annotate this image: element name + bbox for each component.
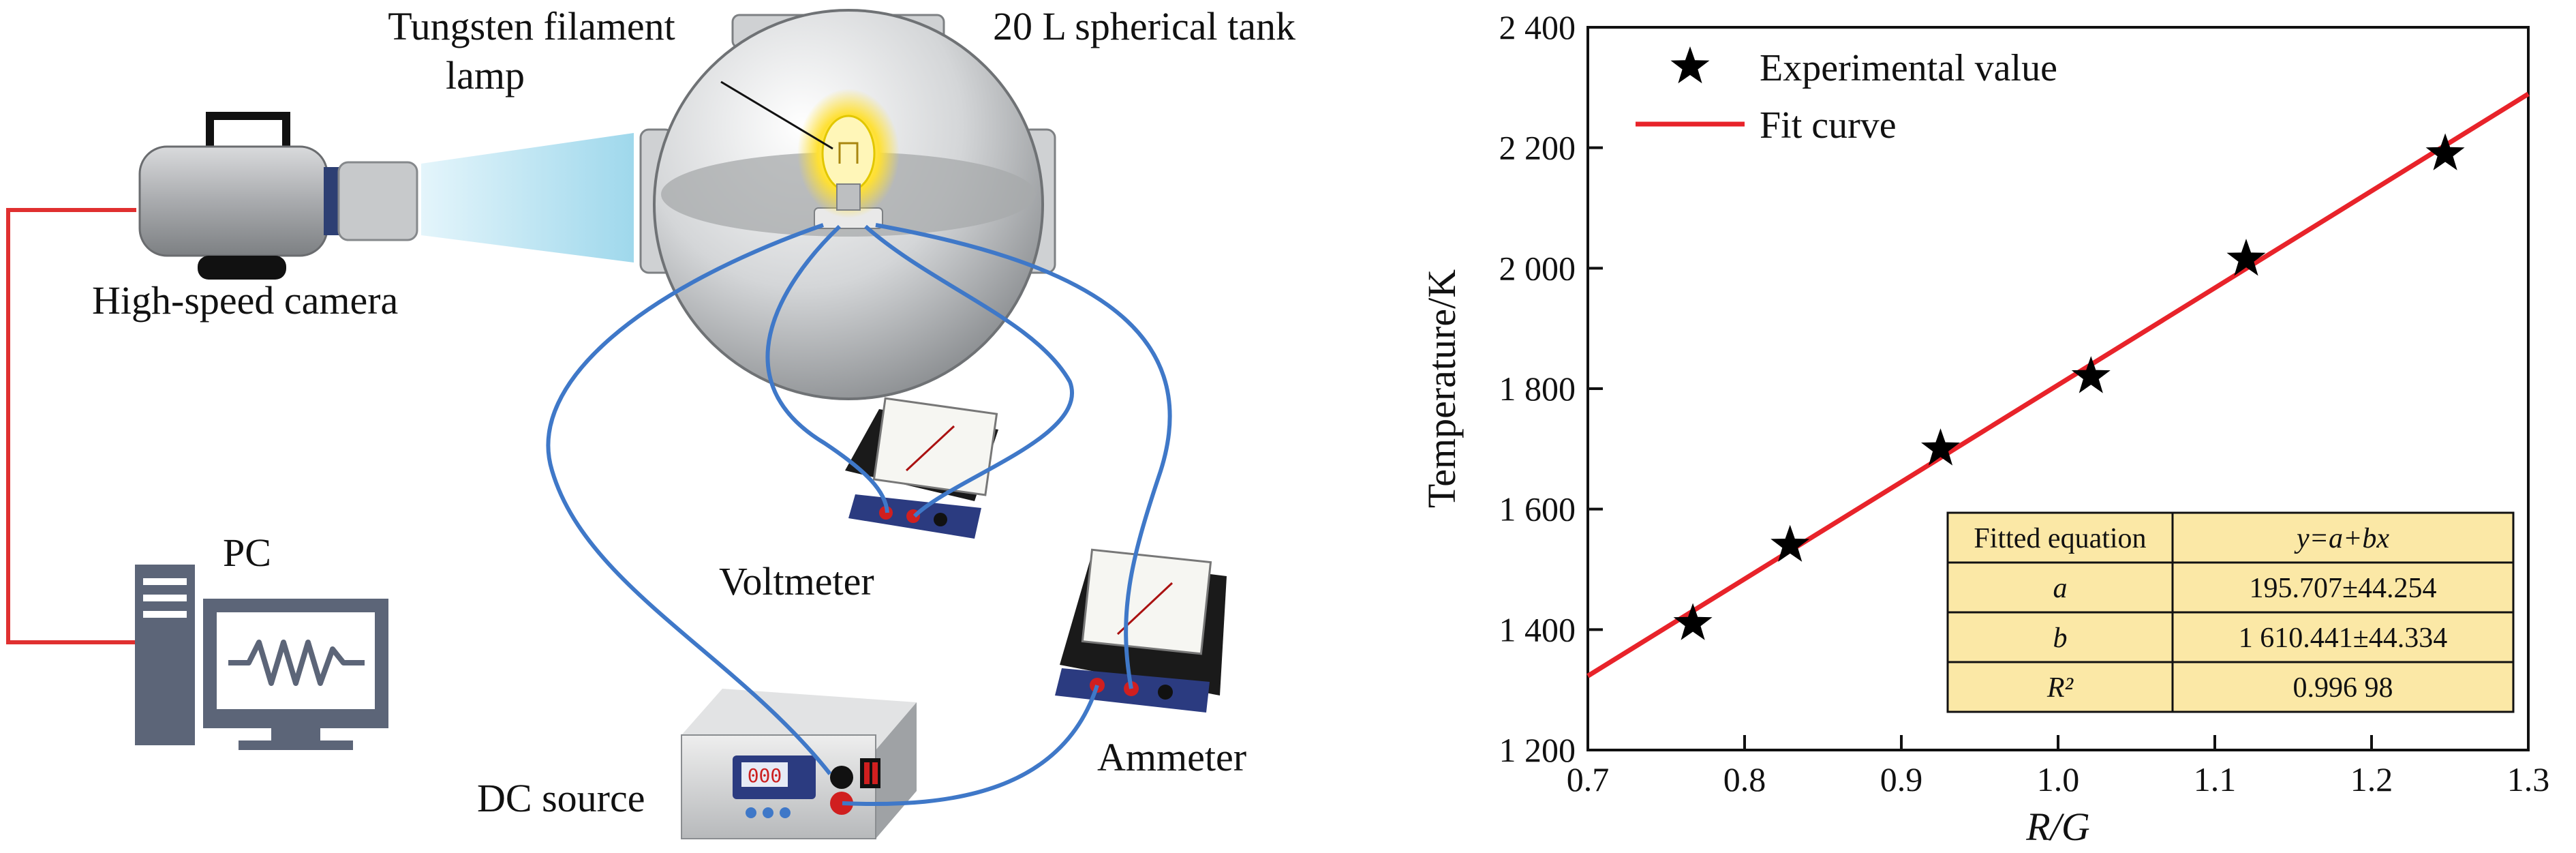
legend-label-fit: Fit curve [1760, 104, 1897, 147]
wire-dc-ammeter [842, 685, 1099, 807]
y-tick-label: 1 600 [1499, 490, 1576, 528]
x-tick-label: 1.2 [2350, 760, 2393, 798]
experimental-point [1921, 428, 1960, 466]
y-axis-title: Temperature/K [1420, 269, 1464, 508]
x-tick-label: 1.3 [2507, 760, 2550, 798]
fit-table: Fitted equation y=a+bx a 195.707±44.254 … [1946, 511, 2515, 713]
x-tick-label: 1.1 [2194, 760, 2237, 798]
y-tick-label: 2 400 [1499, 8, 1576, 46]
tank-label: 20 L spherical tank [993, 4, 1295, 48]
y-tick-label: 2 000 [1499, 249, 1576, 287]
fit-curve-line [1586, 91, 2530, 678]
x-tick-label: 0.7 [1567, 760, 1610, 798]
schematic: 000 [6, 4, 1295, 839]
y-tick-label: 1 200 [1499, 731, 1576, 769]
wire-lamp-voltmeter-left [765, 224, 889, 513]
table-cell: y=a+bx [2294, 523, 2389, 554]
blue-wires [546, 223, 1172, 807]
x-axis-ticks: 0.7 0.8 0.9 1.0 1.1 1.2 1.3 [1567, 735, 2550, 798]
wire-lamp-dc-left [546, 223, 832, 775]
series-layer [1586, 91, 2530, 678]
wire-lamp-ammeter [875, 223, 1172, 689]
high-speed-camera [138, 112, 418, 280]
voltmeter-label: Voltmeter [719, 559, 874, 603]
wire-lamp-voltmeter-right [864, 224, 1074, 518]
camera-label: High-speed camera [92, 278, 398, 323]
table-cell: 1 610.441±44.334 [2239, 623, 2448, 654]
experimental-point [2425, 133, 2465, 170]
pc-label: PC [223, 530, 271, 575]
voltmeter [845, 397, 998, 539]
y-tick-label: 1 400 [1499, 610, 1576, 648]
table-cell: a [2053, 573, 2068, 604]
table-cell: b [2053, 623, 2068, 654]
legend-star-shape [1670, 46, 1710, 84]
lamp-label-line1: Tungsten filament [388, 4, 675, 48]
experimental-point [1770, 524, 1810, 562]
x-axis-title: R/G [2025, 805, 2089, 849]
light-beam [421, 133, 634, 263]
legend: Experimental value Fit curve [1636, 46, 2057, 147]
experimental-point [2226, 239, 2266, 276]
dc-source: 000 [681, 689, 917, 839]
y-tick-label: 1 800 [1499, 370, 1576, 408]
table-cell: R² [2046, 672, 2074, 704]
y-axis-ticks: 1 200 1 400 1 600 1 800 2 000 2 200 2 400 [1499, 8, 1603, 769]
dc-source-label: DC source [477, 776, 645, 820]
legend-label-experimental: Experimental value [1760, 47, 2057, 89]
x-tick-label: 1.0 [2037, 760, 2080, 798]
ammeter [1055, 548, 1227, 713]
lamp-leader-line [720, 80, 833, 150]
camera-pc-wire [6, 208, 136, 644]
dc-display-readout: 000 [748, 764, 782, 787]
ammeter-label: Ammeter [1097, 735, 1246, 779]
legend-star-marker [1670, 46, 1710, 84]
table-cell: 195.707±44.254 [2249, 573, 2436, 604]
x-tick-label: 0.9 [1880, 760, 1923, 798]
experimental-point [1673, 603, 1713, 640]
experimental-point [2071, 356, 2111, 393]
lamp-label-line2: lamp [446, 53, 525, 98]
x-tick-label: 0.8 [1723, 760, 1766, 798]
tungsten-lamp [797, 89, 900, 218]
table-cell: 0.996 98 [2293, 672, 2393, 704]
table-cell: Fitted equation [1974, 523, 2146, 554]
y-tick-label: 2 200 [1499, 129, 1576, 167]
pc-icon [135, 565, 388, 750]
